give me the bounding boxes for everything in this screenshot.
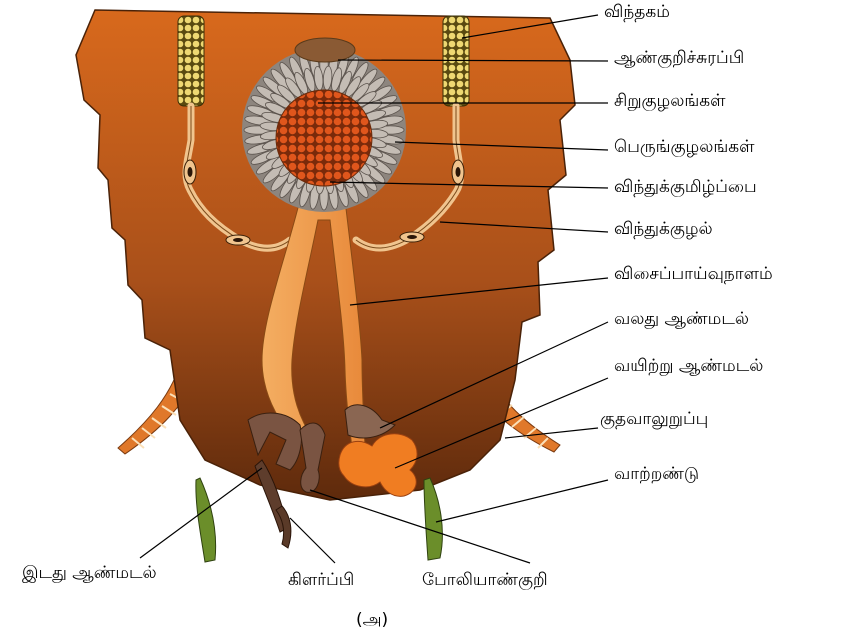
label-large-tubules: பெருங்குழலங்கள்	[614, 139, 754, 156]
label-anal-style: வாற்றண்டு	[614, 466, 699, 483]
label-anal-cercus: குதவாலுறுப்பு	[600, 411, 708, 428]
figure-caption: (அ)	[356, 612, 388, 629]
label-pseudopenis: போலியாண்குறி	[422, 572, 548, 589]
testis-left	[178, 16, 204, 106]
label-mushroom-gland: ஆண்குறிச்சுரப்பி	[614, 50, 744, 67]
label-right-phallomere: வலது ஆண்மடல்	[614, 311, 749, 328]
anal-style-right	[424, 478, 442, 560]
label-left-phallomere: இடது ஆண்மடல்	[22, 565, 157, 582]
label-small-tubules: சிறுகுழலங்கள்	[614, 93, 725, 110]
label-seminal-vesicle: விந்துக்குமிழ்ப்பை	[614, 179, 757, 196]
label-ventral-phallomere: வயிற்று ஆண்மடல்	[614, 358, 763, 375]
utricular-gland-cap	[295, 38, 355, 62]
label-titillator: கிளர்ப்பி	[288, 572, 354, 589]
label-testis: விந்தகம்	[604, 4, 670, 21]
label-vas-deferens: விந்துக்குழல்	[614, 221, 713, 238]
mushroom-gland	[242, 48, 406, 212]
label-ejaculatory-duct: விசைப்பாய்வுநாளம்	[614, 266, 773, 283]
anal-style-left	[196, 478, 216, 562]
